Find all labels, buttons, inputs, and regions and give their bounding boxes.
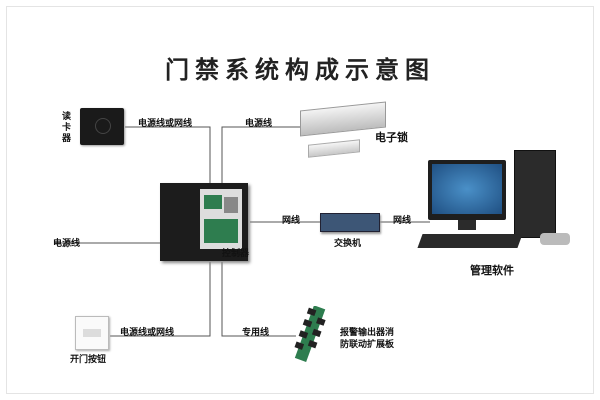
controller-label: 控制器 [222, 249, 250, 259]
lock-wire [221, 126, 305, 183]
card-reader-label: 读卡器 [62, 112, 72, 144]
network-switch-device [320, 213, 380, 232]
electronic-lock-device [300, 101, 386, 158]
card-reader-device [80, 108, 124, 145]
button-link-label: 电源线或网线 [120, 328, 175, 338]
diagram-title: 门禁系统构成示意图 [165, 56, 435, 84]
switch-link-label: 网线 [282, 216, 301, 226]
pc-monitor [428, 160, 506, 220]
alarm-link-label: 专用线 [242, 328, 270, 338]
reader-wire [125, 126, 211, 183]
button-wire [110, 262, 211, 337]
pc-speaker [540, 233, 570, 245]
alarm-expansion-board [290, 305, 332, 363]
controller-cabinet [160, 183, 248, 261]
door-button-label: 开门按钮 [70, 355, 107, 365]
pc-tower [514, 150, 556, 238]
alarm-output-label-1: 报警输出器消 [340, 328, 395, 338]
pc-keyboard [417, 234, 523, 248]
electronic-lock-label: 电子锁 [375, 131, 408, 144]
alarm-wire [221, 262, 296, 337]
door-button-device [75, 316, 109, 350]
alarm-output-label-2: 防联动扩展板 [340, 340, 395, 350]
lock-link-label: 电源线 [245, 119, 273, 129]
reader-link-label: 电源线或网线 [138, 119, 193, 129]
management-software-label: 管理软件 [470, 264, 514, 277]
power-in-label: 电源线 [53, 239, 81, 249]
pc-monitor-stand [458, 220, 476, 230]
pc-link-label: 网线 [393, 216, 412, 226]
switch-label: 交换机 [334, 239, 362, 249]
image-border [6, 6, 594, 394]
